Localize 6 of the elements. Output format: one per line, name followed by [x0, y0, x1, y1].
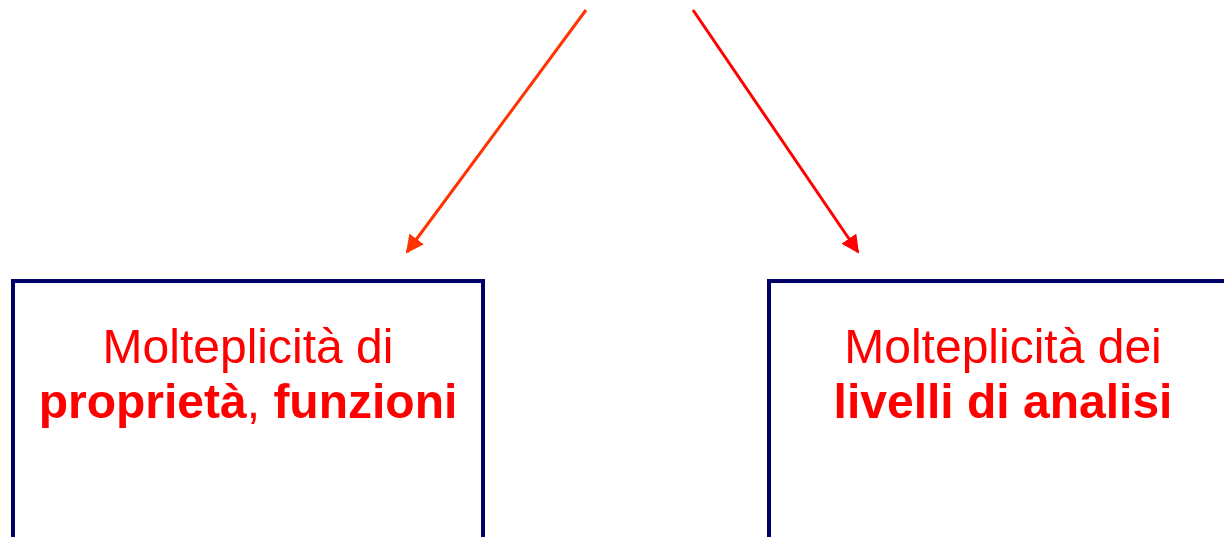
box-text: Molteplicità dei livelli di analisi	[832, 319, 1174, 431]
arrow	[691, 9, 860, 254]
arrow	[405, 9, 588, 254]
text-box	[11, 279, 485, 537]
text-box	[767, 279, 1224, 537]
box-text: Molteplicità di proprietà, funzioni	[38, 319, 458, 431]
